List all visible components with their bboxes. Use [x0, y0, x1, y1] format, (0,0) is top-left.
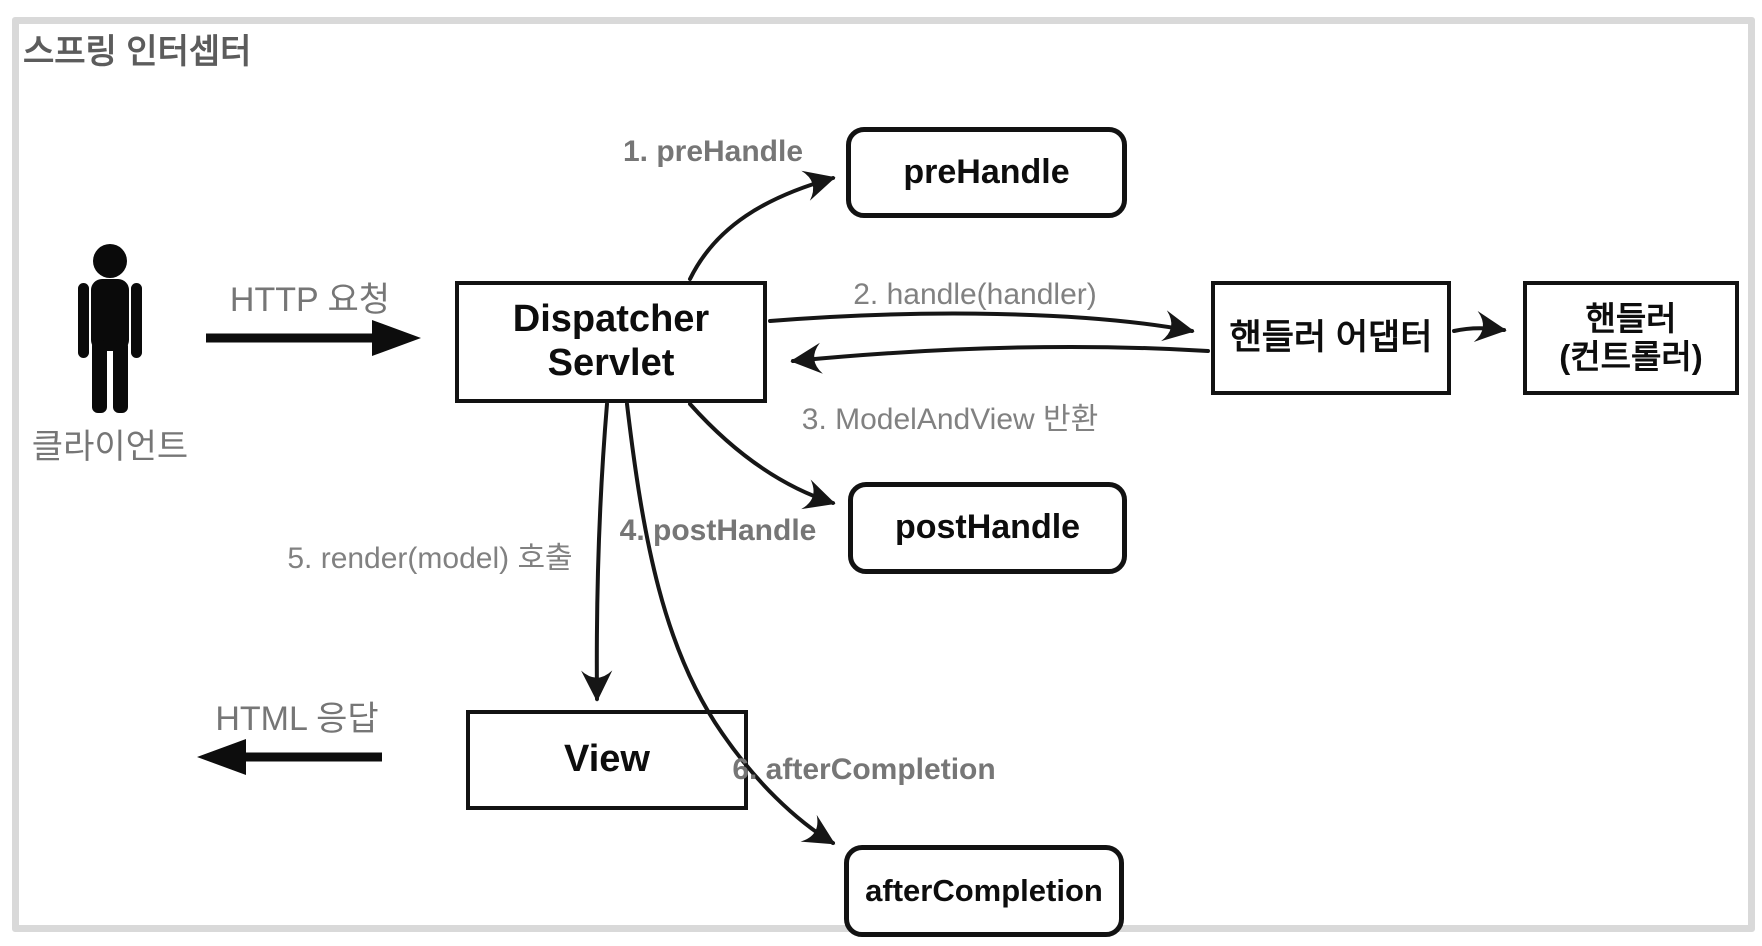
- arrow-step2-handle: [768, 310, 1195, 342]
- arrow-step1-prehandle: [688, 170, 836, 281]
- step4-label: 4. postHandle: [619, 514, 817, 547]
- posthandle-label: postHandle: [894, 508, 1081, 547]
- arrow-step4-posthandle: [688, 402, 836, 510]
- arrow-step6-aftercompletion: [625, 402, 836, 845]
- dispatcher-line2: Servlet: [547, 342, 675, 384]
- prehandle-label: preHandle: [903, 152, 1070, 191]
- handler-line2: (컨트롤러): [1559, 338, 1703, 375]
- step1-label: 1. preHandle: [622, 135, 804, 168]
- node-aftercompletion: afterCompletion: [844, 845, 1124, 937]
- step2-label: 2. handle(handler): [853, 278, 1097, 311]
- http-request-label: HTTP 요청: [229, 281, 391, 319]
- aftercompletion-label: afterCompletion: [865, 873, 1103, 909]
- client-person-icon: [78, 244, 142, 413]
- step6-label: 6. afterCompletion: [732, 753, 996, 786]
- handler-adapter-label: 핸들러 어댑터: [1229, 317, 1433, 357]
- handler-line1: 핸들러: [1585, 300, 1677, 338]
- arrow-adapter-to-handler: [1452, 310, 1507, 342]
- node-handler-adapter: 핸들러 어댑터: [1211, 281, 1451, 395]
- step3-label: 3. ModelAndView 반환: [801, 403, 1099, 436]
- arrow-step3-modelandview-return: [790, 342, 1210, 374]
- view-label: View: [564, 738, 650, 781]
- http-request-arrow: [206, 320, 421, 356]
- client-label: 클라이언트: [31, 428, 189, 466]
- diagram-title: 스프링 인터셉터: [23, 33, 252, 71]
- node-dispatcher-servlet: Dispatcher Servlet: [455, 281, 767, 403]
- node-handler-controller: 핸들러 (컨트롤러): [1523, 281, 1739, 395]
- node-view: View: [466, 710, 748, 810]
- node-prehandle: preHandle: [846, 127, 1127, 218]
- arrow-step5-render-view: [581, 402, 613, 702]
- step5-label: 5. render(model) 호출: [287, 542, 573, 575]
- html-response-arrow: [197, 739, 382, 775]
- dispatcher-line1: Dispatcher: [512, 298, 710, 341]
- html-response-label: HTML 응답: [215, 700, 379, 738]
- node-posthandle: postHandle: [848, 482, 1127, 574]
